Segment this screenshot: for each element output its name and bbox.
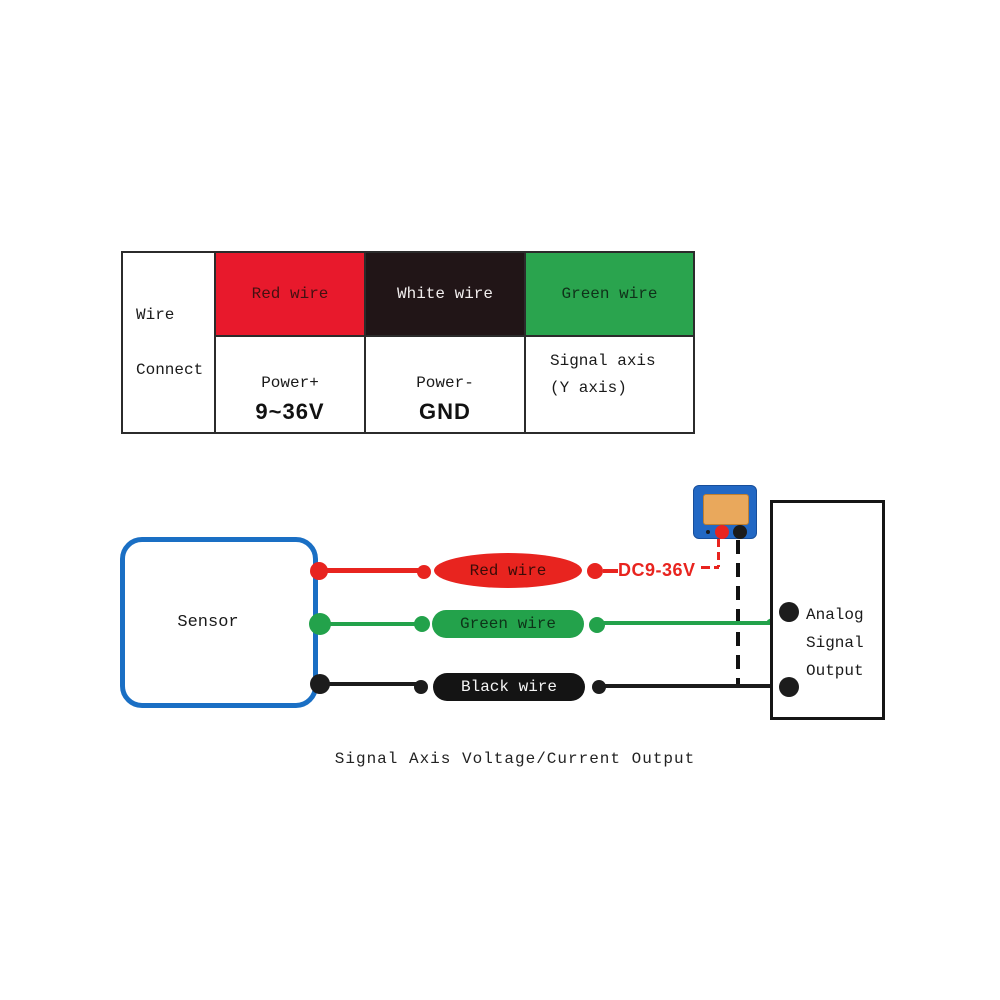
output-terminal-dot-ground bbox=[779, 677, 799, 697]
wire-connect-table: Wire Connect Red wire White wire Green w… bbox=[121, 251, 695, 434]
red-wire-right-dot bbox=[587, 563, 603, 579]
sensor-terminal-red-dot bbox=[310, 562, 328, 580]
sensor-terminal-green-dot bbox=[309, 613, 331, 635]
table-header-red-wire: Red wire bbox=[216, 253, 366, 337]
gnd-label: GND bbox=[419, 399, 471, 424]
black-wire-segment-left bbox=[326, 682, 418, 686]
red-wire-stub bbox=[603, 569, 618, 573]
green-wire-segment-right bbox=[604, 621, 771, 625]
power-minus-label: Power- bbox=[416, 374, 474, 392]
table-cell-power-plus: Power+ 9~36V bbox=[216, 337, 366, 432]
signal-axis-label: Signal axis bbox=[550, 352, 656, 370]
voltage-range-label: 9~36V bbox=[255, 399, 325, 424]
red-dashed-line-horizontal bbox=[701, 566, 719, 569]
red-wire-header-label: Red wire bbox=[251, 285, 329, 303]
y-axis-label: (Y axis) bbox=[550, 379, 627, 397]
red-wire-pill: Red wire bbox=[434, 553, 582, 588]
sensor-box: Sensor bbox=[120, 537, 318, 708]
output-label-line3: Output bbox=[806, 662, 864, 680]
black-wire-pill: Black wire bbox=[433, 673, 585, 701]
black-wire-mid-dot bbox=[414, 680, 428, 694]
white-wire-header-label: White wire bbox=[396, 285, 493, 303]
green-wire-segment-left bbox=[326, 622, 418, 626]
sensor-terminal-black-dot bbox=[310, 674, 330, 694]
power-plus-label: Power+ bbox=[261, 374, 319, 392]
green-wire-right-dot bbox=[589, 617, 605, 633]
analog-output-label: Analog Signal Output bbox=[806, 601, 864, 685]
green-wire-pill: Green wire bbox=[432, 610, 584, 638]
psu-negative-terminal-dot bbox=[733, 525, 747, 539]
psu-positive-terminal-dot bbox=[715, 525, 729, 539]
table-row-header: Wire Connect bbox=[123, 253, 216, 432]
black-wire-segment-right bbox=[605, 684, 791, 688]
output-label-line2: Signal bbox=[806, 634, 864, 652]
black-wire-pill-label: Black wire bbox=[460, 678, 557, 696]
table-header-white-wire: White wire bbox=[366, 253, 526, 337]
black-wire-right-dot bbox=[592, 680, 606, 694]
sensor-label: Sensor bbox=[177, 613, 239, 632]
terminal-plus-mark bbox=[706, 530, 710, 534]
green-wire-header-label: Green wire bbox=[561, 285, 658, 303]
power-supply-screen bbox=[703, 494, 749, 525]
red-wire-pill-label: Red wire bbox=[469, 561, 547, 580]
diagram-caption: Signal Axis Voltage/Current Output bbox=[334, 750, 696, 768]
table-header-green-wire: Green wire bbox=[526, 253, 693, 337]
red-wire-mid-dot bbox=[417, 565, 431, 579]
green-wire-pill-label: Green wire bbox=[459, 615, 556, 633]
red-dashed-line-vertical bbox=[717, 539, 720, 567]
output-terminal-dot-signal bbox=[779, 602, 799, 622]
row-header-line2: Connect bbox=[136, 361, 204, 379]
green-wire-mid-dot bbox=[414, 616, 430, 632]
table-cell-power-minus: Power- GND bbox=[366, 337, 526, 432]
red-wire-segment-left bbox=[324, 568, 422, 573]
black-dashed-line-vertical bbox=[736, 540, 740, 686]
dc-voltage-label: DC9-36V bbox=[618, 560, 696, 580]
table-cell-signal-axis: Signal axis (Y axis) bbox=[526, 337, 693, 432]
row-header-line1: Wire bbox=[136, 306, 175, 324]
power-supply-unit bbox=[693, 485, 757, 539]
output-label-line1: Analog bbox=[806, 606, 864, 624]
